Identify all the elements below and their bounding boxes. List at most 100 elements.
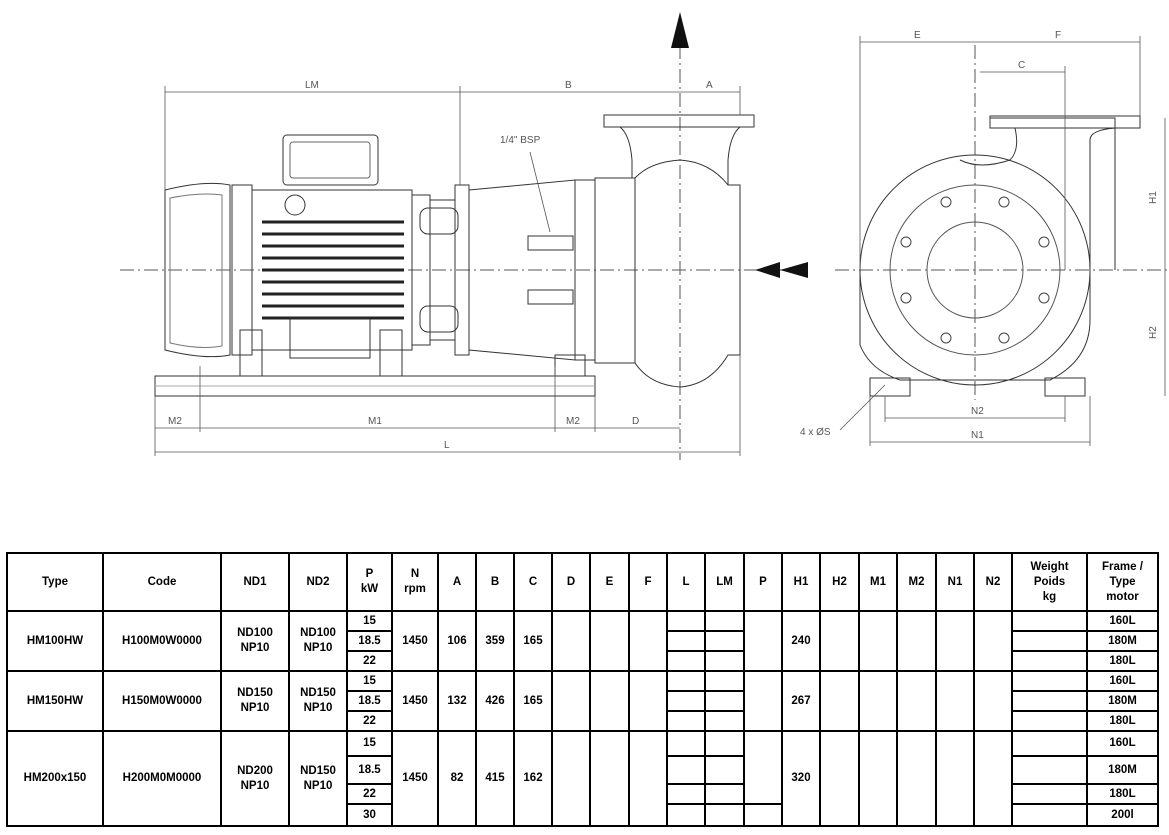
dim-f-cell [628, 610, 668, 672]
power-kw-cell: 22 [346, 783, 393, 805]
dim-l-cell [666, 710, 706, 732]
dim-label-a: A [706, 80, 713, 91]
dim-e-cell [589, 610, 630, 672]
pump-dimension-drawing: LM B A E F C H1 H2 M2 M1 M2 D L N2 N1 1/… [120, 12, 1169, 460]
column-header: LM [704, 552, 745, 612]
column-header: E [589, 552, 630, 612]
dim-p-cell [743, 803, 783, 827]
header-line: Type [1109, 575, 1136, 588]
dim-h1-cell: 267 [781, 670, 821, 732]
power-kw-cell: 30 [346, 803, 393, 827]
dim-h1-cell: 320 [781, 730, 821, 827]
dim-m2-cell [896, 730, 937, 827]
dim-l-cell [666, 755, 706, 785]
dim-h1-cell: 240 [781, 610, 821, 672]
nd1-line: ND150 [237, 687, 273, 699]
dim-lm-cell [704, 610, 745, 632]
nd1-line: NP10 [240, 702, 270, 714]
motor-frame-cell: 180L [1086, 783, 1159, 805]
nd2-line: ND150 [300, 764, 336, 777]
power-kw-cell: 15 [346, 670, 393, 692]
column-header: B [475, 552, 515, 612]
table-row: 30 200l [7, 803, 1159, 827]
column-header: H2 [819, 552, 860, 612]
dim-label-f: F [1055, 30, 1061, 41]
dim-m1-cell [858, 730, 898, 827]
dim-l-cell [666, 730, 706, 757]
weight-cell [1011, 730, 1088, 757]
pump-code-cell: H100M0W0000 [102, 610, 222, 672]
dim-label-h1: H1 [1148, 191, 1159, 204]
dim-f-cell [628, 670, 668, 732]
table-row: 22 180L [7, 783, 1159, 805]
dim-f-cell [628, 730, 668, 827]
dim-label-e: E [914, 30, 921, 41]
column-header: F [628, 552, 668, 612]
power-kw-cell: 18.5 [346, 690, 393, 712]
header-line: rpm [404, 583, 426, 595]
motor-frame-cell: 160L [1086, 610, 1159, 632]
column-header: M1 [858, 552, 898, 612]
dim-label-h2: H2 [1148, 326, 1159, 339]
motor-frame-cell: 180M [1086, 690, 1159, 712]
dim-n2-cell [973, 730, 1013, 827]
dim-b-cell: 359 [475, 610, 515, 672]
dim-h2-cell [819, 730, 860, 827]
dim-l-cell [666, 610, 706, 632]
column-header: N1 [935, 552, 975, 612]
dim-h2-cell [819, 670, 860, 732]
dim-d-cell [551, 730, 591, 827]
dim-m1-cell [858, 670, 898, 732]
column-header: Type [6, 552, 104, 612]
dim-e-cell [589, 670, 630, 732]
dim-a-cell: 106 [437, 610, 477, 672]
table-row: 18.5 180M [7, 690, 1159, 712]
dim-label-b: B [565, 80, 572, 91]
weight-cell [1011, 650, 1088, 672]
pump-code-cell: H200M0M0000 [102, 730, 222, 827]
dim-m1-cell [858, 610, 898, 672]
pump-type-cell: HM150HW [6, 670, 104, 732]
dim-n1-cell [935, 610, 975, 672]
column-header: ND1 [220, 552, 290, 612]
dim-l-cell [666, 783, 706, 805]
dim-label-m2-left: M2 [168, 416, 182, 427]
dim-label-d: D [632, 416, 639, 427]
motor-frame-cell: 200l [1086, 803, 1159, 827]
nd1-line: NP10 [240, 642, 270, 654]
dim-lm-cell [704, 650, 745, 672]
power-kw-cell: 22 [346, 710, 393, 732]
dim-l-cell [666, 650, 706, 672]
dim-label-m2-right: M2 [566, 416, 580, 427]
dim-label-m1: M1 [368, 416, 382, 427]
dim-rpm-cell: 1450 [391, 670, 439, 732]
dim-lm-cell [704, 670, 745, 692]
nd1-line: ND200 [237, 764, 273, 777]
dim-label-c: C [1018, 60, 1025, 71]
dim-rpm-cell: 1450 [391, 730, 439, 827]
nd2-line: NP10 [303, 779, 333, 792]
nd2-line: ND150 [300, 687, 336, 699]
dim-b-cell: 415 [475, 730, 515, 827]
dim-c-cell: 165 [513, 670, 553, 732]
nd1-line: ND100 [237, 627, 273, 639]
dim-a-cell: 132 [437, 670, 477, 732]
nd2-line: NP10 [303, 702, 333, 714]
dim-rpm-cell: 1450 [391, 610, 439, 672]
weight-cell [1011, 755, 1088, 785]
header-line: P [365, 568, 374, 580]
nd2-line: ND100 [300, 627, 336, 639]
pump-type-cell: HM200x150 [6, 730, 104, 827]
dim-lm-cell [704, 803, 745, 827]
dim-l-cell [666, 803, 706, 827]
dim-lm-cell [704, 630, 745, 652]
